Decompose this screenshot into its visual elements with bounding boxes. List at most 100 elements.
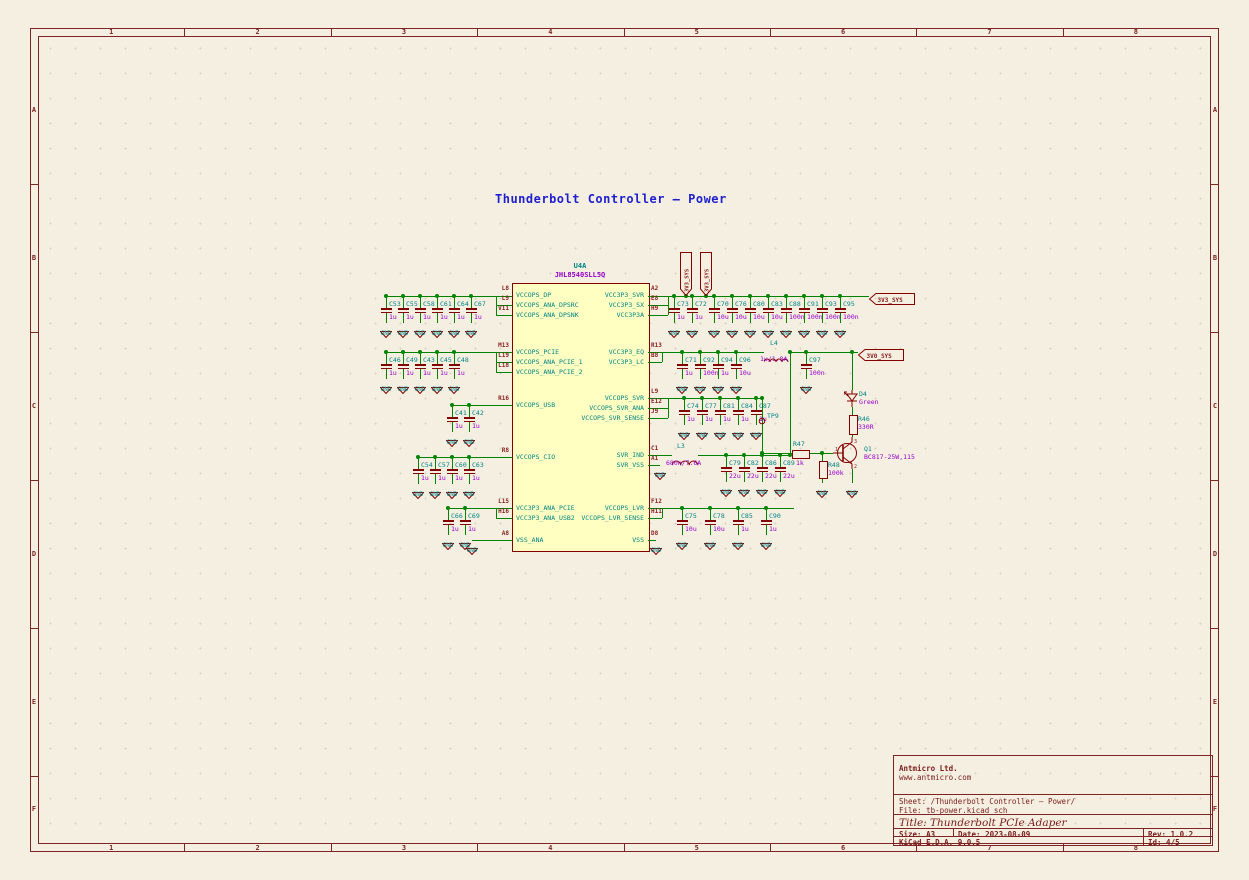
- capacitor-C97[interactable]: [805, 352, 807, 364]
- capacitor-C53[interactable]: [385, 296, 387, 308]
- gnd-symbol[interactable]: [445, 484, 459, 500]
- capacitor-C73[interactable]: [673, 296, 675, 308]
- capacitor-C95[interactable]: [839, 296, 841, 308]
- gnd-symbol[interactable]: [447, 323, 461, 339]
- gnd-symbol[interactable]: [413, 379, 427, 395]
- gnd-symbol[interactable]: [430, 323, 444, 339]
- gnd-symbol[interactable]: [462, 484, 476, 500]
- capacitor-C75[interactable]: [681, 508, 683, 520]
- sheet-title[interactable]: Thunderbolt Controller — Power: [495, 192, 727, 206]
- net-flag-3V0_SYS[interactable]: 3V0_SYS: [857, 346, 904, 361]
- resistor-R47[interactable]: [792, 449, 810, 459]
- capacitor-C57[interactable]: [434, 457, 436, 469]
- capacitor-C70[interactable]: [713, 296, 715, 308]
- capacitor-C83[interactable]: [767, 296, 769, 308]
- gnd-symbol[interactable]: [462, 432, 476, 448]
- gnd-symbol[interactable]: [430, 379, 444, 395]
- gnd-symbol[interactable]: [773, 482, 787, 498]
- capacitor-C55[interactable]: [402, 296, 404, 308]
- capacitor-C61[interactable]: [436, 296, 438, 308]
- gnd-symbol[interactable]: [743, 323, 757, 339]
- testpoint-TP9[interactable]: [758, 410, 766, 425]
- capacitor-C45[interactable]: [436, 352, 438, 364]
- gnd-symbol[interactable]: [464, 323, 478, 339]
- gnd-symbol[interactable]: [413, 323, 427, 339]
- capacitor-C86[interactable]: [761, 455, 763, 467]
- gnd-symbol[interactable]: [693, 379, 707, 395]
- gnd-symbol[interactable]: [379, 379, 393, 395]
- gnd-symbol[interactable]: [707, 323, 721, 339]
- capacitor-C67[interactable]: [470, 296, 472, 308]
- gnd-symbol[interactable]: [815, 483, 829, 499]
- gnd-symbol[interactable]: [833, 323, 847, 339]
- gnd-symbol[interactable]: [396, 323, 410, 339]
- gnd-symbol[interactable]: [815, 323, 829, 339]
- net-flag-3V3_SYS[interactable]: 3V3_SYS: [680, 252, 692, 297]
- gnd-symbol[interactable]: [428, 484, 442, 500]
- capacitor-C49[interactable]: [402, 352, 404, 364]
- gnd-symbol[interactable]: [779, 323, 793, 339]
- gnd-symbol[interactable]: [703, 535, 717, 551]
- gnd-symbol[interactable]: [396, 379, 410, 395]
- gnd-symbol[interactable]: [445, 432, 459, 448]
- gnd-symbol[interactable]: [675, 379, 689, 395]
- capacitor-C63[interactable]: [468, 457, 470, 469]
- net-flag-3V3_SYS[interactable]: 3V3_SYS: [868, 290, 915, 305]
- gnd-symbol[interactable]: [737, 482, 751, 498]
- gnd-symbol[interactable]: [755, 482, 769, 498]
- net-flag-3V3_SYS[interactable]: 3V3_SYS: [700, 252, 712, 297]
- gnd-symbol[interactable]: [695, 425, 709, 441]
- capacitor-C82[interactable]: [743, 455, 745, 467]
- gnd-symbol[interactable]: [731, 425, 745, 441]
- gnd-symbol[interactable]: [711, 379, 725, 395]
- inductor-L3[interactable]: [671, 451, 699, 466]
- gnd-symbol[interactable]: [677, 425, 691, 441]
- capacitor-C81[interactable]: [719, 398, 721, 410]
- led-D4[interactable]: [843, 390, 860, 407]
- gnd-symbol[interactable]: [725, 323, 739, 339]
- gnd-symbol[interactable]: [729, 379, 743, 395]
- gnd-symbol[interactable]: [465, 540, 479, 556]
- gnd-symbol[interactable]: [759, 535, 773, 551]
- gnd-symbol[interactable]: [719, 482, 733, 498]
- capacitor-C60[interactable]: [451, 457, 453, 469]
- capacitor-C94[interactable]: [717, 352, 719, 364]
- capacitor-C71[interactable]: [681, 352, 683, 364]
- capacitor-C93[interactable]: [821, 296, 823, 308]
- gnd-symbol[interactable]: [447, 379, 461, 395]
- capacitor-C87[interactable]: [755, 398, 757, 410]
- gnd-symbol[interactable]: [761, 323, 775, 339]
- gnd-symbol[interactable]: [731, 535, 745, 551]
- capacitor-C42[interactable]: [468, 405, 470, 417]
- capacitor-C66[interactable]: [447, 508, 449, 520]
- capacitor-C58[interactable]: [419, 296, 421, 308]
- gnd-symbol[interactable]: [799, 379, 813, 395]
- capacitor-C96[interactable]: [735, 352, 737, 364]
- capacitor-C78[interactable]: [709, 508, 711, 520]
- capacitor-C89[interactable]: [779, 455, 781, 467]
- gnd-symbol[interactable]: [685, 323, 699, 339]
- capacitor-C88[interactable]: [785, 296, 787, 308]
- capacitor-C41[interactable]: [451, 405, 453, 417]
- capacitor-C43[interactable]: [419, 352, 421, 364]
- gnd-symbol[interactable]: [649, 540, 663, 556]
- gnd-symbol[interactable]: [675, 535, 689, 551]
- capacitor-C48[interactable]: [453, 352, 455, 364]
- gnd-symbol[interactable]: [411, 484, 425, 500]
- resistor-R48[interactable]: [818, 461, 828, 479]
- gnd-symbol[interactable]: [653, 465, 667, 481]
- gnd-symbol[interactable]: [749, 425, 763, 441]
- capacitor-C91[interactable]: [803, 296, 805, 308]
- capacitor-C80[interactable]: [749, 296, 751, 308]
- capacitor-C76[interactable]: [731, 296, 733, 308]
- resistor-R46[interactable]: [848, 415, 858, 435]
- capacitor-C54[interactable]: [417, 457, 419, 469]
- gnd-symbol[interactable]: [441, 535, 455, 551]
- capacitor-C69[interactable]: [464, 508, 466, 520]
- capacitor-C90[interactable]: [765, 508, 767, 520]
- gnd-symbol[interactable]: [845, 483, 859, 499]
- capacitor-C72[interactable]: [691, 296, 693, 308]
- gnd-symbol[interactable]: [667, 323, 681, 339]
- capacitor-C84[interactable]: [737, 398, 739, 410]
